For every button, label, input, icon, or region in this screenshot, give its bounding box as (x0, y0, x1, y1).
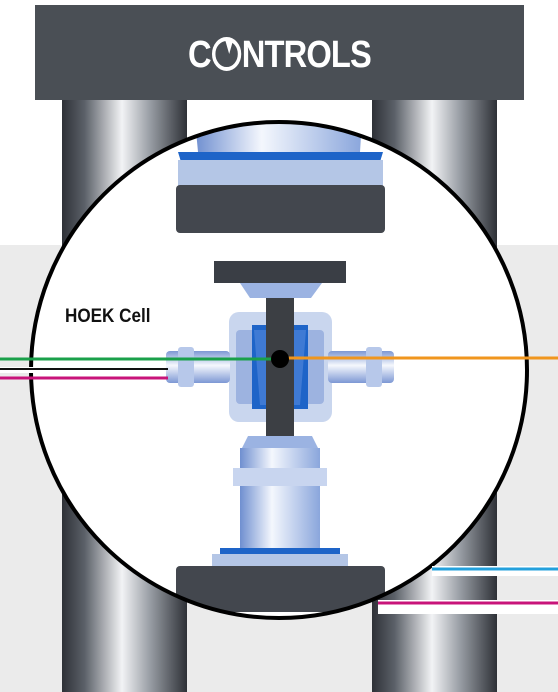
left-fitting-nut (178, 347, 194, 387)
lower-ram (240, 448, 320, 548)
lower-platen-light (212, 554, 348, 568)
upper-ram-cap (214, 261, 346, 283)
lower-ram-collar (242, 436, 318, 448)
upper-platen-light (178, 160, 383, 186)
right-lines-backing (432, 566, 558, 576)
brand-logo: C NTROLS (69, 35, 490, 75)
left-fitting (166, 351, 230, 383)
hoek-cell-label: HOEK Cell (65, 306, 151, 327)
upper-ram-taper (240, 283, 322, 298)
brand-text-end: NTROLS (241, 34, 372, 76)
right-fitting (328, 351, 394, 383)
brand-bar: C NTROLS (35, 5, 524, 100)
upper-platen-dark (176, 185, 385, 233)
cell-assembly (166, 122, 394, 612)
upper-crosshead-top (195, 122, 362, 152)
lower-ram-ring (233, 468, 327, 486)
brand-text-start: C (188, 34, 212, 76)
strain-gauge-point (271, 350, 289, 368)
pressure-gauge-icon (211, 37, 241, 71)
right-fitting-nut (366, 347, 382, 387)
lower-platen-dark (176, 566, 385, 612)
